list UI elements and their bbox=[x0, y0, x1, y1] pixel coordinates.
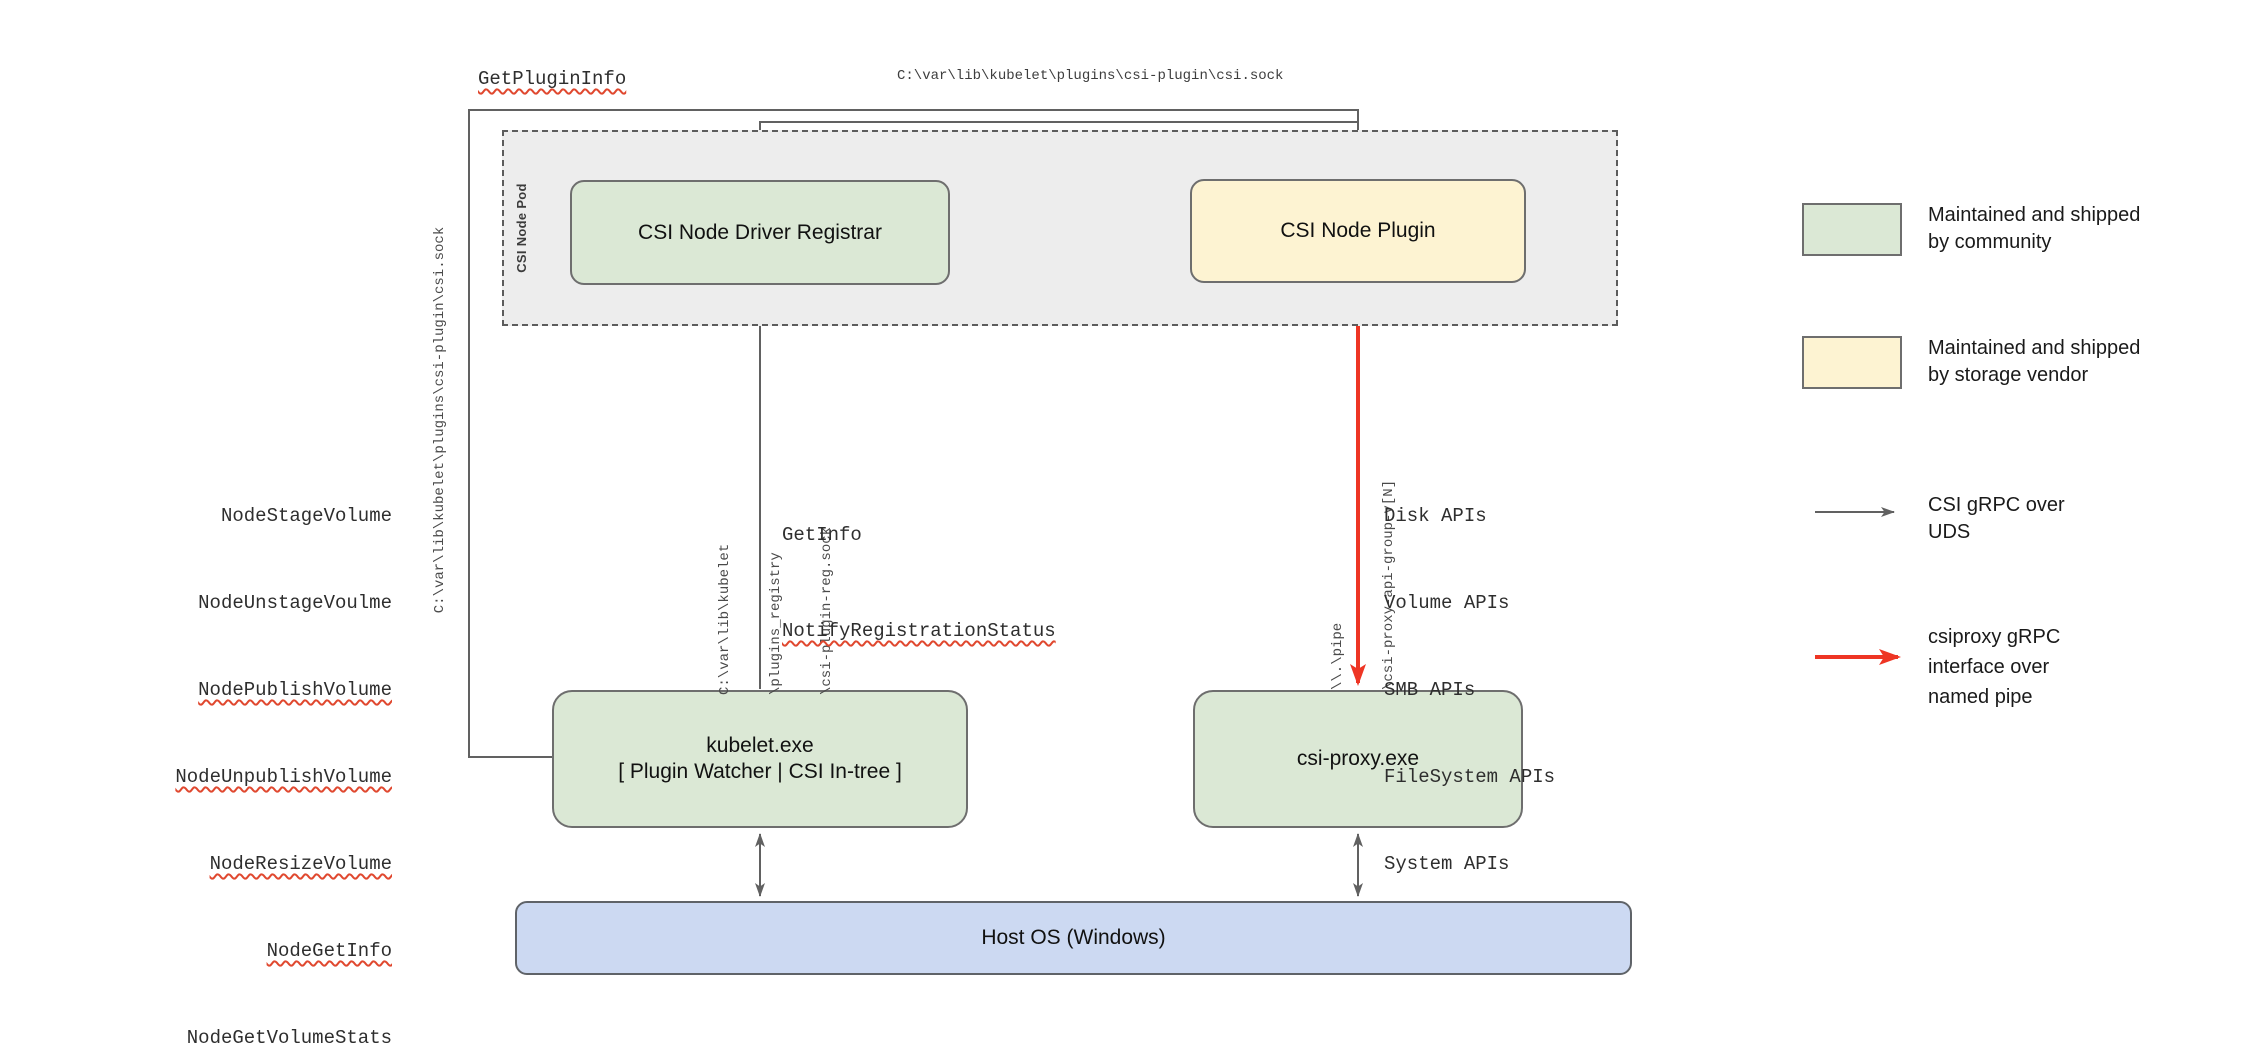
legend-vendor-label: Maintained and shipped by storage vendor bbox=[1928, 335, 2140, 389]
node-call-item: NodeGetInfo bbox=[266, 940, 392, 962]
legend-community-label: Maintained and shipped by community bbox=[1928, 202, 2140, 256]
legend-pipe-line1: csiproxy gRPC bbox=[1928, 626, 2061, 648]
host-os-box: Host OS (Windows) bbox=[515, 901, 1632, 975]
node-driver-registrar-label: CSI Node Driver Registrar bbox=[638, 220, 882, 244]
legend-vendor-line1: Maintained and shipped bbox=[1928, 337, 2141, 359]
api-call-item: SMB APIs bbox=[1384, 679, 1476, 701]
csi-proxy-label: csi-proxy.exe bbox=[1296, 747, 1420, 770]
legend-uds-label: CSI gRPC over UDS bbox=[1928, 492, 2065, 546]
node-call-item: NodeStageVolume bbox=[220, 505, 392, 527]
api-call-item: FileSystem APIs bbox=[1384, 766, 1556, 788]
node-calls-list: NodeStageVolume NodeUnstageVoulme NodePu… bbox=[175, 444, 392, 1044]
legend-uds-line1: CSI gRPC over bbox=[1928, 494, 2065, 516]
csi-sock-path-label-left: C:\var\lib\kubelet\plugins\csi-plugin\cs… bbox=[432, 226, 448, 614]
api-call-item: Disk APIs bbox=[1384, 505, 1487, 527]
node-call-item: NodeGetVolumeStats bbox=[186, 1027, 392, 1044]
csi-node-pod-label: CSI Node Pod bbox=[514, 183, 529, 273]
kubelet-box: kubelet.exe [ Plugin Watcher | CSI In-tr… bbox=[552, 690, 968, 828]
node-driver-registrar-box: CSI Node Driver Registrar bbox=[570, 180, 950, 285]
csi-sock-path-label-top: C:\var\lib\kubelet\plugins\csi-plugin\cs… bbox=[897, 68, 1284, 84]
api-calls-list: Disk APIs Volume APIs SMB APIs FileSyste… bbox=[1384, 444, 1555, 937]
get-plugin-info-label: GetPluginInfo bbox=[478, 68, 627, 90]
kubelet-label: kubelet.exe [ Plugin Watcher | CSI In-tr… bbox=[618, 733, 902, 785]
legend-community-swatch bbox=[1802, 203, 1902, 256]
reg-sock-path-line1: C:\var\lib\kubelet bbox=[717, 543, 733, 695]
notify-registration-status-label: NotifyRegistrationStatus bbox=[782, 620, 1056, 642]
legend-pipe-line2: interface over bbox=[1928, 656, 2050, 678]
host-os-label: Host OS (Windows) bbox=[981, 926, 1166, 949]
legend-community-line1: Maintained and shipped bbox=[1928, 204, 2141, 226]
node-call-item: NodeResizeVolume bbox=[209, 853, 392, 875]
named-pipe-path-line1: \\.\pipe bbox=[1330, 622, 1346, 690]
node-call-item: NodePublishVolume bbox=[198, 679, 392, 701]
legend-pipe-label: csiproxy gRPC interface over named pipe bbox=[1928, 622, 2060, 712]
api-call-item: System APIs bbox=[1384, 853, 1510, 875]
kubelet-label-line1: kubelet.exe bbox=[706, 734, 814, 757]
csi-node-plugin-label: CSI Node Plugin bbox=[1280, 219, 1436, 242]
node-call-item: NodeUnstageVoulme bbox=[198, 592, 392, 614]
named-pipe-path-label: \\.\pipe \csi-proxy-api-group-v[N] bbox=[1296, 390, 1397, 690]
legend-vendor-line2: by storage vendor bbox=[1928, 364, 2089, 386]
csi-node-plugin-box: CSI Node Plugin bbox=[1190, 179, 1526, 283]
registration-calls: GetInfo NotifyRegistrationStatus bbox=[782, 455, 1056, 711]
node-call-item: NodeUnpublishVolume bbox=[175, 766, 392, 788]
legend-pipe-line3: named pipe bbox=[1928, 686, 2033, 708]
get-info-label: GetInfo bbox=[782, 524, 862, 546]
legend-vendor-swatch bbox=[1802, 336, 1902, 389]
reg-sock-path-label: C:\var\lib\kubelet \plugins_registry \cs… bbox=[683, 435, 835, 695]
csi-proxy-box: csi-proxy.exe bbox=[1193, 690, 1523, 828]
legend-uds-line2: UDS bbox=[1928, 521, 1971, 543]
legend-community-line2: by community bbox=[1928, 231, 2052, 253]
api-call-item: Volume APIs bbox=[1384, 592, 1510, 614]
kubelet-label-line2: [ Plugin Watcher | CSI In-tree ] bbox=[618, 760, 902, 783]
